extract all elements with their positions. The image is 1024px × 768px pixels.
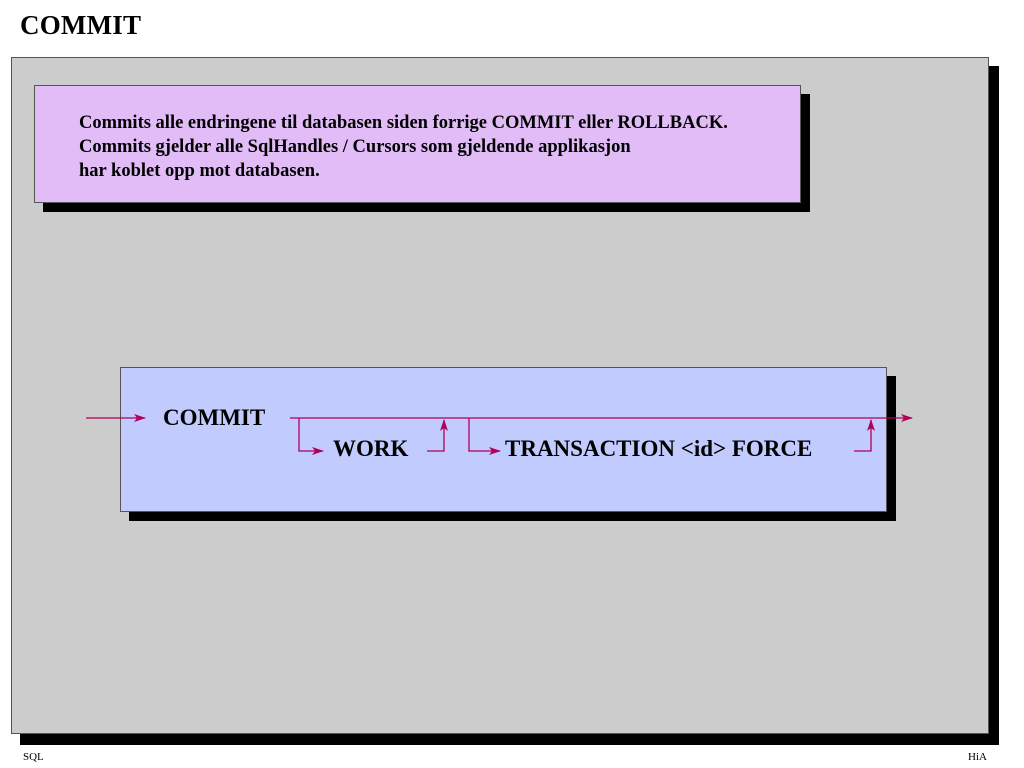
- page-title: COMMIT: [20, 10, 142, 40]
- transaction-branch-in: [468, 418, 501, 455]
- footer-left: SQL: [23, 751, 44, 763]
- work-branch-out: [427, 419, 448, 452]
- note-line-1: Commits alle endringene til databasen si…: [79, 113, 728, 133]
- keyword-work: WORK: [333, 436, 409, 461]
- note-box: Commits alle endringene til databasen si…: [34, 85, 801, 203]
- syntax-box: [120, 367, 887, 512]
- note-line-2: Commits gjelder alle SqlHandles / Cursor…: [79, 137, 631, 157]
- note-line-3: har koblet opp mot databasen.: [79, 161, 320, 181]
- footer-right: HiA: [968, 751, 987, 763]
- keyword-commit: COMMIT: [163, 405, 266, 430]
- transaction-branch-out: [854, 419, 875, 452]
- keyword-transaction: TRANSACTION <id> FORCE: [505, 436, 813, 461]
- work-branch-in: [298, 418, 324, 455]
